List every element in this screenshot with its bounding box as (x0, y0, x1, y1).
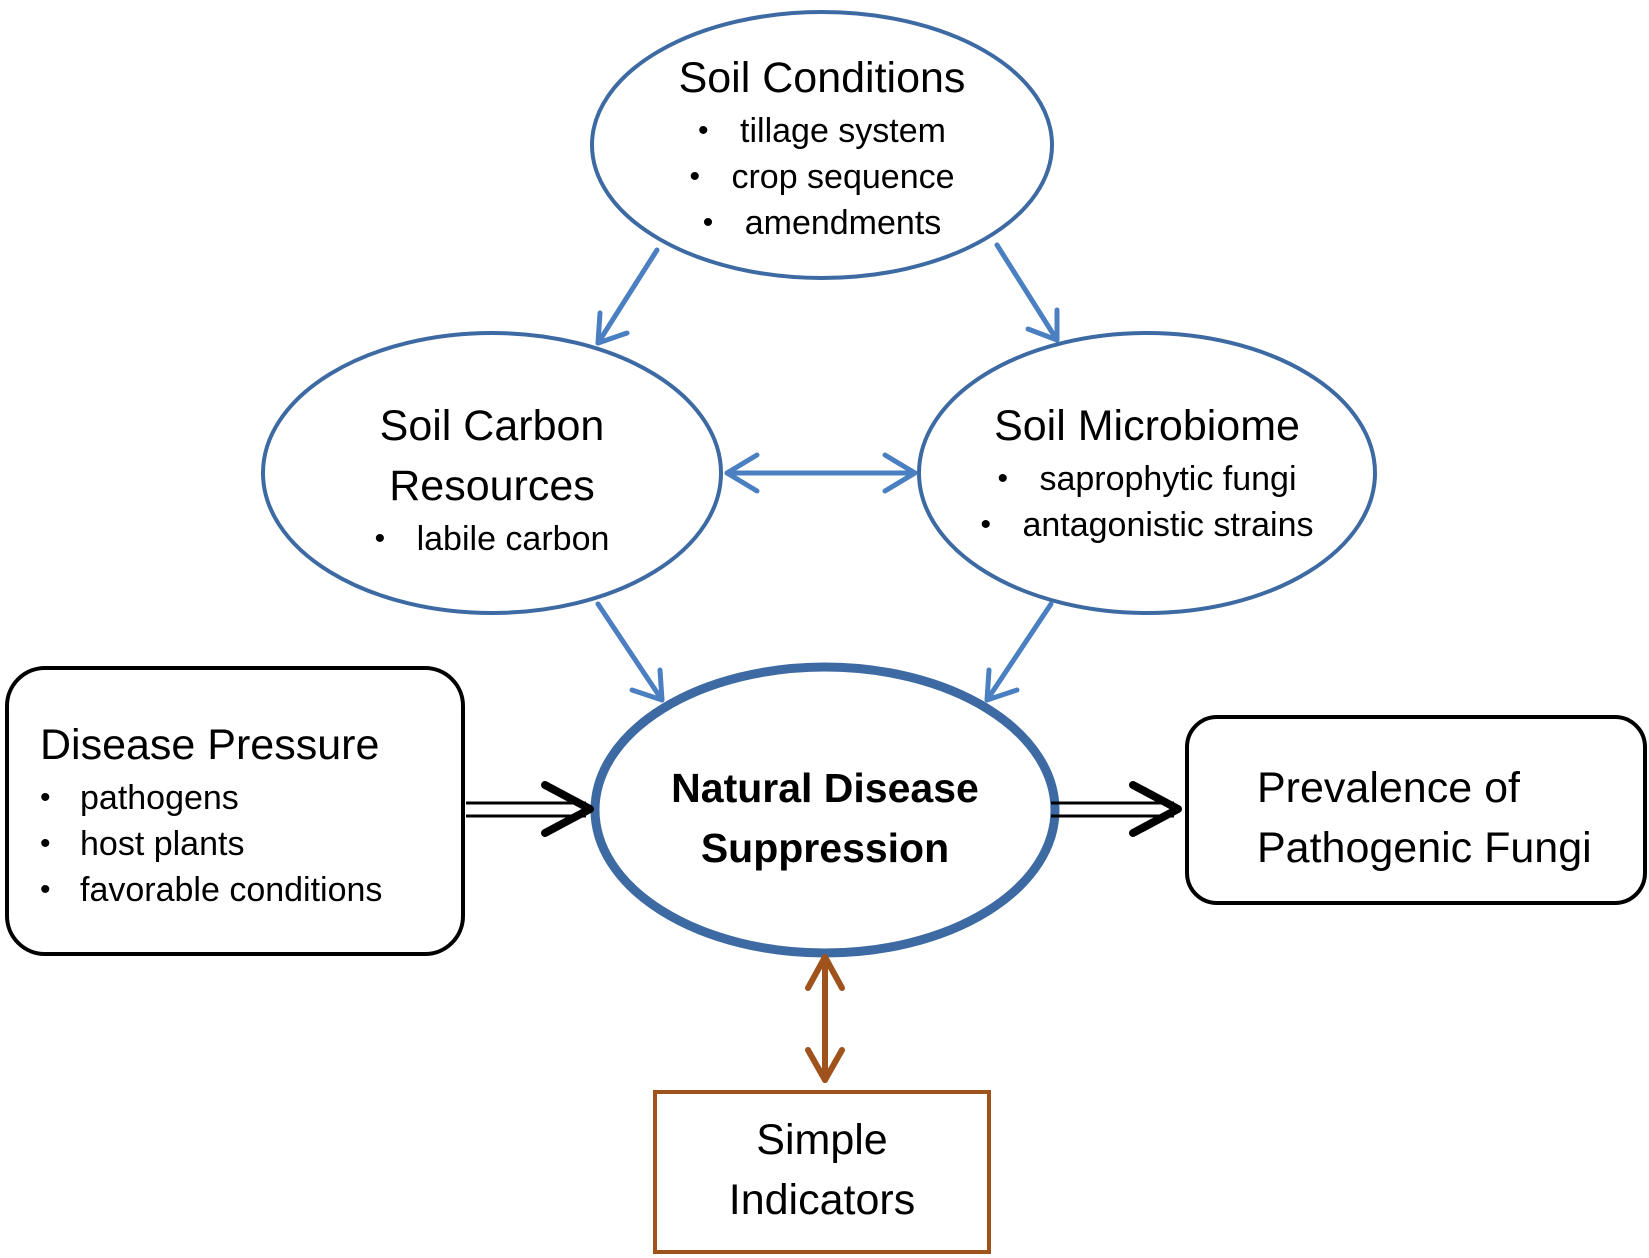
soil-conditions-node: Soil Conditions tillage system crop sequ… (622, 48, 1022, 246)
simple-indicators-box (653, 1090, 991, 1254)
arrow-conditions-to-carbon (595, 247, 660, 346)
simple-indicators-node: Simple Indicators (655, 1110, 989, 1230)
list-item: labile carbon (375, 516, 610, 562)
soil-conditions-list: tillage system crop sequence amendments (622, 108, 1022, 246)
prevalence-box (1185, 715, 1647, 905)
simple-indicators-title-line2: Indicators (728, 1176, 916, 1224)
list-item: saprophytic fungi (997, 456, 1296, 502)
arrow-carbon-to-suppression (595, 601, 665, 703)
soil-microbiome-node: Soil Microbiome saprophytic fungi antago… (957, 396, 1337, 548)
disease-pressure-title: Disease Pressure (40, 721, 380, 769)
soil-carbon-list: labile carbon (292, 516, 692, 562)
natural-suppression-title-line1: Natural Disease (671, 765, 979, 811)
soil-carbon-node: Soil Carbon Resources labile carbon (292, 396, 692, 562)
list-item: amendments (703, 200, 942, 246)
natural-suppression-title-line2: Suppression (700, 825, 950, 871)
disease-pressure-node: Disease Pressure pathogens host plants f… (40, 715, 450, 913)
arrow-carbon-microbiome-bidirectional (724, 452, 918, 494)
arrow-conditions-to-microbiome (994, 242, 1060, 343)
arrow-microbiome-to-suppression (984, 601, 1054, 703)
prevalence-node: Prevalence of Pathogenic Fungi (1257, 758, 1637, 878)
soil-carbon-title-line1: Soil Carbon (379, 402, 605, 450)
soil-microbiome-title: Soil Microbiome (994, 402, 1300, 450)
natural-suppression-node: Natural Disease Suppression (625, 758, 1025, 878)
natural-suppression-ellipse (590, 662, 1060, 958)
list-item: crop sequence (689, 154, 954, 200)
list-item: antagonistic strains (980, 502, 1313, 548)
arrow-suppression-indicators-bidirectional (805, 954, 845, 1083)
soil-microbiome-list: saprophytic fungi antagonistic strains (957, 456, 1337, 548)
list-item: pathogens (40, 775, 450, 821)
arrow-pressure-to-suppression (466, 781, 594, 837)
list-item: tillage system (698, 108, 946, 154)
soil-conditions-title: Soil Conditions (678, 54, 966, 102)
soil-carbon-title-line2: Resources (389, 462, 595, 510)
list-item: favorable conditions (40, 867, 450, 913)
list-item: host plants (40, 821, 450, 867)
simple-indicators-title-line1: Simple (756, 1116, 888, 1164)
prevalence-title-line2: Pathogenic Fungi (1257, 824, 1592, 872)
disease-pressure-list: pathogens host plants favorable conditio… (40, 775, 450, 913)
prevalence-title-line1: Prevalence of (1257, 764, 1520, 812)
arrow-suppression-to-prevalence (1051, 781, 1182, 837)
